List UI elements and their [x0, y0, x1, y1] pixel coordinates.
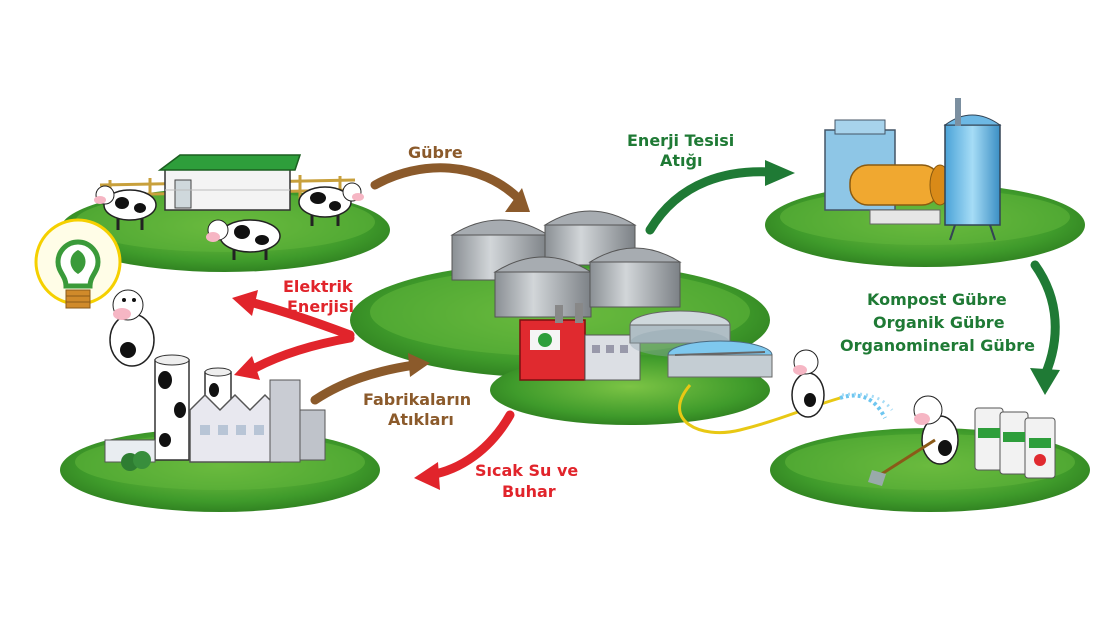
energy-facility-island — [765, 98, 1085, 267]
farm-island — [60, 154, 390, 272]
light-bulb-icon — [34, 218, 122, 309]
label-elektrik-2: Enerjisi — [287, 297, 354, 316]
label-gubre: Gübre — [408, 143, 463, 162]
arrow-kompost-head — [1030, 368, 1060, 395]
arrow-sicak-su-head — [414, 462, 440, 490]
generator-building-icon — [519, 303, 641, 381]
factory-island — [60, 354, 380, 512]
fertilizer-island — [770, 349, 1090, 512]
label-elektrik-1: Elektrik — [283, 277, 353, 296]
water-tank-icon — [629, 310, 773, 378]
digester-tank-icon — [588, 247, 682, 308]
cow-icon — [206, 219, 281, 260]
label-sicak-1: Sıcak Su ve — [475, 461, 578, 480]
label-fabrika-1: Fabrikaların — [363, 390, 471, 409]
bush-icon — [121, 451, 151, 471]
fertilizer-bags-icon — [974, 407, 1056, 479]
digester-tank-icon — [493, 256, 593, 318]
water-spray-icon — [839, 392, 894, 419]
label-sicak-2: Buhar — [502, 482, 556, 501]
arrow-enerji-atigi-head — [765, 160, 795, 186]
cow-icon — [94, 185, 157, 230]
energy-facility-icon — [824, 98, 1002, 241]
arrow-fabrika — [310, 360, 420, 405]
label-kompost-3: Organomineral Gübre — [840, 336, 1035, 355]
arrow-elektrik-1-head — [232, 290, 258, 316]
cow-icon — [298, 182, 364, 226]
cow-icon — [868, 395, 959, 486]
barn-icon — [157, 154, 302, 211]
arrow-elektrik-1 — [245, 297, 355, 340]
biogas-plant-island — [350, 210, 841, 435]
arrow-kompost — [1030, 260, 1060, 380]
arrow-gubre-head — [505, 188, 530, 212]
cow-icon — [109, 289, 155, 367]
arrow-gubre — [370, 163, 525, 205]
cow-icon — [791, 349, 825, 418]
label-kompost-1: Kompost Gübre — [867, 290, 1007, 309]
label-kompost-2: Organik Gübre — [873, 313, 1005, 332]
label-enerji-tesisi-2: Atığı — [660, 151, 702, 170]
label-enerji-tesisi-1: Enerji Tesisi — [627, 131, 734, 150]
arrow-elektrik-2-head — [234, 356, 260, 380]
factory-icon — [104, 354, 326, 463]
arrow-enerji-atigi — [645, 167, 775, 235]
arrow-sicak-su — [425, 410, 515, 480]
arrow-fabrika-head — [408, 353, 430, 377]
label-fabrika-2: Atıkları — [388, 410, 454, 429]
arrow-elektrik-2 — [250, 333, 355, 373]
